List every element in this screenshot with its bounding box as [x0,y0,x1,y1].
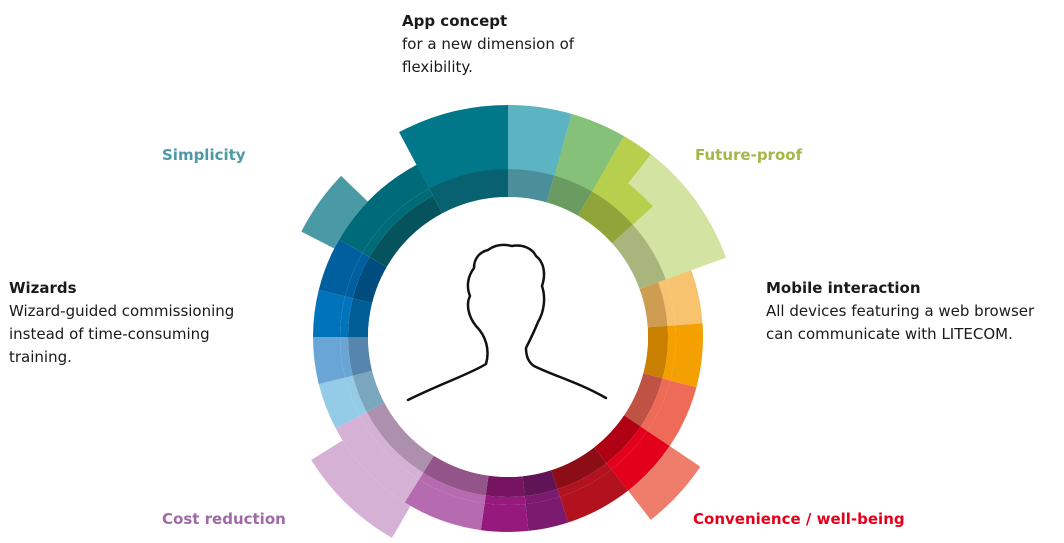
app-concept-text: for a new dimension of flexibility. [402,35,575,76]
wheel-segment-9 [559,469,629,523]
wheel-segment-8 [611,430,670,491]
wheel-mid-band-16 [340,296,353,337]
wheel-segment-18 [339,164,430,253]
wheel-mid-band-17 [344,253,370,299]
wheel-tab-future-proof [628,154,701,228]
wheel-inner-band-7 [624,373,663,427]
wheel-mid-band-18 [362,188,433,257]
mobile-interaction-title: Mobile interaction [766,279,921,297]
wheel-mid-band-2 [554,149,606,192]
wheel-segment-10 [525,496,569,531]
wheel-inner-band-15 [347,337,373,376]
wheel-segment-14 [318,377,360,429]
wheel-inner-band-10 [522,470,558,497]
wheel-mid-band-9 [557,463,612,497]
future-proof-label: Future-proof [695,146,803,164]
wheel-tab-cost [311,440,411,538]
wheel-inner-band-8 [594,415,641,464]
wheel-segment-13 [335,415,419,503]
wizards-title: Wizards [9,279,77,297]
wizards-label: Wizards Wizard-guided commissioning inst… [9,277,234,369]
wheel-mid-band-15 [340,337,353,378]
wheel-mid-band-13 [359,412,424,480]
wheel-segments [301,105,727,538]
wheel-mid-band-3 [592,168,653,225]
wheel-segment-16 [313,289,345,337]
wheel-segment-6 [670,323,703,388]
wheel-inner-band-18 [369,195,443,267]
wheel-mid-band-1 [508,142,562,176]
mobile-interaction-label: Mobile interaction All devices featuring… [766,277,1034,346]
cost-reduction-label: Cost reduction [162,510,286,528]
wheel-mid-band-0 [416,142,508,189]
convenience-label: Convenience / well-being [693,510,905,528]
wheel-segment-17 [318,239,363,297]
wheel-mid-band-8 [606,426,648,470]
wheel-tab-simplicity [301,175,368,249]
wheel-segment-7 [647,380,697,447]
wheel-inner-band-9 [551,447,607,490]
wheel-segment-11 [480,503,529,532]
wheel-inner-band-16 [347,298,373,337]
wheel-inner-band-11 [485,475,525,497]
wheel-inner-band-12 [423,455,489,496]
app-concept-title: App concept [402,12,508,30]
app-concept-label: App concept for a new dimension of flexi… [402,10,574,79]
wheel-segment-15 [313,337,345,385]
wizards-text: Wizard-guided commissioning instead of t… [9,302,235,366]
wheel-inner-band-13 [366,402,434,473]
wheel-mid-band-4 [632,206,692,280]
wheel-inner-band-14 [352,370,385,413]
wheel-inner-band-5 [639,282,668,328]
wheel-mid-band-11 [484,495,526,506]
wheel-mid-band-10 [524,489,560,505]
wheel-segment-5 [665,270,703,326]
wheel-mid-band-7 [640,378,671,431]
person-silhouette-icon [406,243,608,402]
wheel-mid-band-6 [662,325,677,381]
wheel-tab-convenience [628,446,701,520]
wheel-inner-band-17 [352,257,387,304]
wheel-inner-band-6 [643,325,668,379]
mobile-interaction-text: All devices featuring a web browser can … [766,302,1035,343]
simplicity-label: Simplicity [162,146,246,164]
wheel-mid-band-12 [418,472,486,504]
wheel-mid-band-5 [658,279,676,326]
center-disc [368,197,648,477]
wheel-mid-band-14 [344,375,367,416]
wheel-segment-12 [404,479,485,531]
